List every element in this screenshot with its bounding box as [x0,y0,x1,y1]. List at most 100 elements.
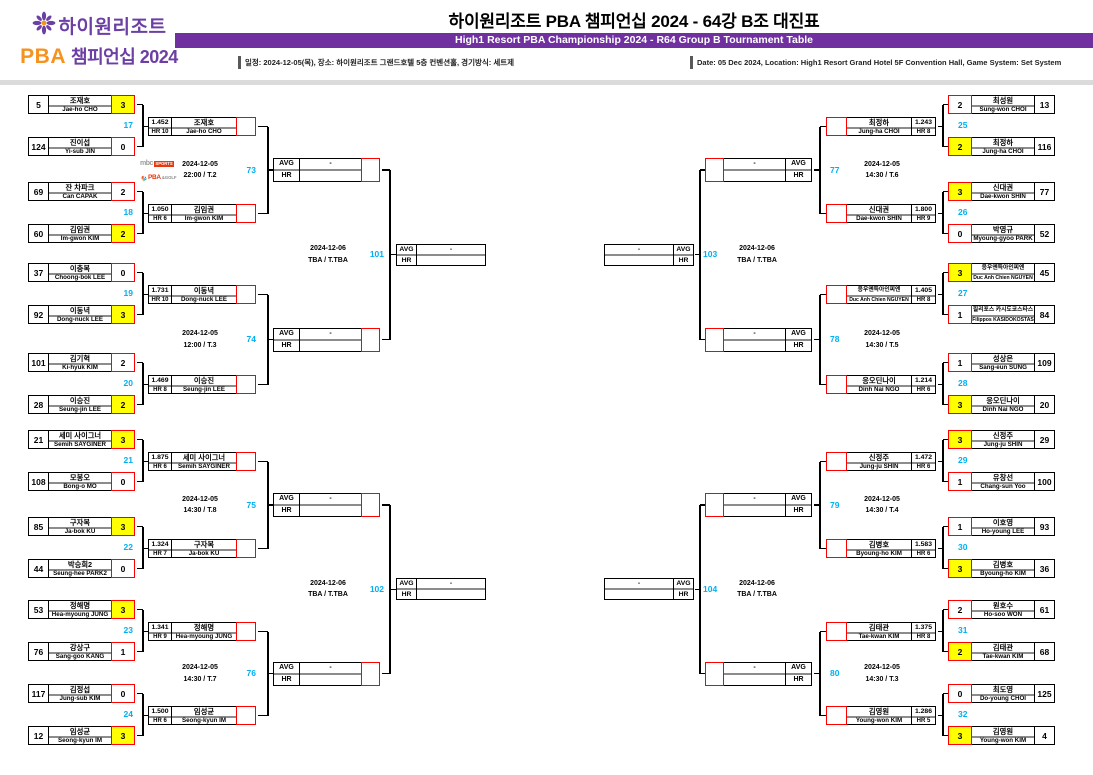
stats-divider [300,169,361,171]
bracket-line [938,212,943,215]
player-name-en: Ja-bok KU [64,528,96,535]
seed-cell: 20 [1034,395,1055,414]
match-date: 2024-12-06 [739,579,775,587]
player-name-kr: 원호수 [992,601,1014,610]
bracket-line [137,232,143,235]
bracket-line [143,547,148,550]
player-name-kr: 신대권 [992,183,1014,192]
bracket-line [814,672,820,675]
player-name-en: Choong-bok LEE [54,274,106,281]
bracket-line [137,650,143,653]
seed-cell: 124 [28,137,49,156]
bracket-line [700,169,705,171]
avg-value: 1.875 [151,454,169,461]
match-number: 103 [703,249,718,260]
name-divider [172,214,236,216]
stats-divider [724,672,785,675]
score-value: 0 [120,476,126,487]
seed-cell: 36 [1034,559,1055,578]
seed-cell: 21 [28,430,49,449]
bracket-line [137,313,143,316]
bracket-line [942,526,944,569]
seed-cell: 84 [1034,305,1055,324]
bracket-line [142,104,144,147]
score-value: 1 [957,521,963,532]
match-number: 25 [958,119,968,130]
match-number: 77 [830,164,840,175]
bracket-line [943,650,948,653]
name-divider [49,527,111,529]
seed-number: 21 [33,434,44,445]
score-value: 1 [957,476,963,487]
bracket-line [390,588,396,590]
avg-value: 1.375 [914,624,932,631]
seed-number: 53 [33,604,44,615]
name-divider [847,549,911,551]
score-value: 2 [957,141,963,152]
mbc-logo-text: mbc [140,160,153,167]
score-value: 1 [957,357,963,368]
name-divider [847,127,911,129]
hr-placeholder [605,256,673,265]
bracket-line [137,438,143,441]
match-number: 78 [830,334,840,344]
bracket-line [258,212,268,215]
name-divider [847,716,911,718]
score-cell: 2 [111,224,135,243]
bracket-line [938,630,943,633]
bracket-line [938,547,943,550]
stats-divider [149,716,171,718]
player-name-en: Sang-eun SUNG [979,364,1027,371]
score-cell: 0 [111,472,135,491]
player-name-en: Tae-kwan KIM [982,653,1024,660]
seed-number: 29 [1039,434,1050,445]
bracket-line [943,734,948,737]
name-divider [49,273,111,275]
seed-number: 101 [31,357,46,368]
score-cell: 2 [948,600,972,619]
pba-logo-text: PBA [148,174,161,181]
player-name-en: Sung-won CHOI [979,106,1027,113]
seed-number: 45 [1039,267,1050,278]
seed-number: 4 [1042,730,1047,741]
avg-hr-value-cell: - [299,158,362,182]
stats-divider [912,127,935,129]
winner-slot-cell [826,285,847,304]
seed-cell: 69 [28,182,49,201]
match-number: 22 [123,541,133,552]
player-name-kr: 응우옌득아인찌엔 [857,287,901,293]
name-divider [172,632,236,634]
bracket-line [143,460,148,463]
name-divider [172,462,236,464]
bracket-line [268,672,273,675]
player-name-kr: 유창선 [992,473,1014,482]
name-divider [972,147,1034,149]
player-name-kr: 모봉오 [69,473,91,482]
avg-hr-value-cell: - [416,578,486,601]
stats-divider [912,716,935,718]
schedule-divider [690,56,693,69]
hr-value: HR 8 [916,297,931,303]
player-name-kr: 정해명 [193,623,215,632]
score-value: 0 [120,267,126,278]
player-name-kr: 박승희2 [67,560,93,569]
match-time: TBA / T.TBA [308,591,348,599]
name-divider [49,363,111,365]
